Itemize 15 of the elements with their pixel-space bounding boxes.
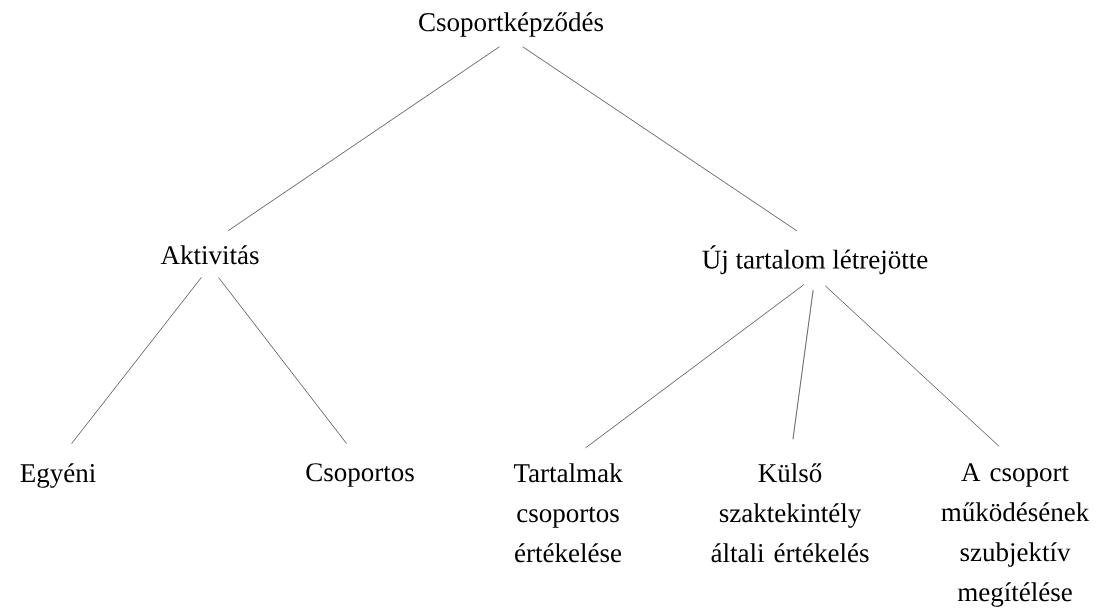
tree-label: Új tartalom létrejötte xyxy=(702,245,928,275)
tree-line xyxy=(825,285,1000,447)
tree-label: Egyéni xyxy=(20,463,96,488)
tree-label: Külső szaktekintély általi értékelés xyxy=(711,463,869,563)
tree-line xyxy=(227,46,500,231)
tree-line xyxy=(522,46,798,232)
tree-line xyxy=(792,289,814,440)
tree-label: Tartalmak csoportos értékelése xyxy=(513,463,623,563)
tree-label: Aktivitás xyxy=(160,245,259,265)
tree-line xyxy=(71,277,202,444)
tree-label: A csoport működésének szubjektív megítélése xyxy=(941,463,1090,607)
tree-label: Csoportos xyxy=(306,463,414,487)
tree-line xyxy=(218,277,347,444)
tree-label: Csoportképződés xyxy=(419,12,604,37)
tree-line xyxy=(585,284,805,449)
